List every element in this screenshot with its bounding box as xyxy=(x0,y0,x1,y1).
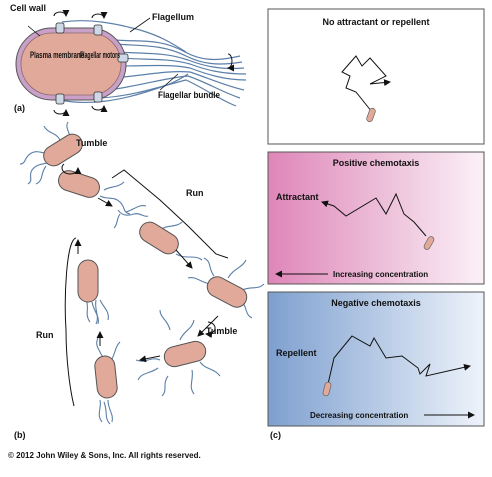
cell-icon-1 xyxy=(366,107,376,123)
rotation-arrow-icons xyxy=(53,9,235,117)
tumble-bottom-label: Tumble xyxy=(206,326,237,336)
random-walk-path xyxy=(341,55,391,113)
tumble-rotation-icons xyxy=(61,163,216,339)
box1-title: No attractant or repellent xyxy=(322,17,429,27)
copyright-notice: © 2012 John Wiley & Sons, Inc. All right… xyxy=(8,451,201,460)
run-left-label: Run xyxy=(36,330,54,340)
negative-path xyxy=(327,335,471,385)
run-brackets xyxy=(64,169,229,407)
decreasing-label: Decreasing concentration xyxy=(310,411,408,420)
panel-b-part-label: (b) xyxy=(14,430,26,440)
run-path-arrows xyxy=(74,197,219,363)
panel-b-flagella xyxy=(19,121,265,425)
cell-icon-3 xyxy=(322,381,332,397)
panel-c-part-label: (c) xyxy=(270,430,281,440)
flagellar-bundle xyxy=(59,20,247,107)
panel-a-part-label: (a) xyxy=(14,103,25,113)
panel-a-diagram: Cell wall Plasma membrane Flagellar moto… xyxy=(10,3,247,117)
flagellar-motors-label: Flagellar motors xyxy=(80,50,120,60)
flagellum-label: Flagellum xyxy=(152,12,194,22)
attractant-label: Attractant xyxy=(276,192,319,202)
run-top-label: Run xyxy=(186,188,204,198)
box3-title: Negative chemotaxis xyxy=(331,298,421,308)
repellent-label: Repellent xyxy=(276,348,317,358)
plasma-membrane-label: Plasma membrane xyxy=(30,50,84,60)
panel-b-diagram: Tumble Run Run Tumble (b) xyxy=(14,121,265,440)
increasing-label: Increasing concentration xyxy=(333,270,428,279)
panel-b-cells xyxy=(43,133,248,399)
negative-chemotaxis-box xyxy=(267,291,485,427)
positive-chemotaxis-box xyxy=(267,151,485,285)
positive-path xyxy=(321,192,427,237)
cell-body xyxy=(20,32,122,96)
flagellar-bundle-label: Flagellar bundle xyxy=(158,90,220,100)
box2-title: Positive chemotaxis xyxy=(333,158,420,168)
tumble-top-label: Tumble xyxy=(76,138,107,148)
cell-icon-2 xyxy=(423,236,435,250)
no-gradient-box xyxy=(267,8,485,145)
flagellar-motor-icons xyxy=(55,22,129,105)
cell-wall-label: Cell wall xyxy=(10,3,46,13)
label-leader-lines xyxy=(27,17,179,91)
panel-c-diagram: No attractant or repellent Positive chem… xyxy=(267,8,485,440)
